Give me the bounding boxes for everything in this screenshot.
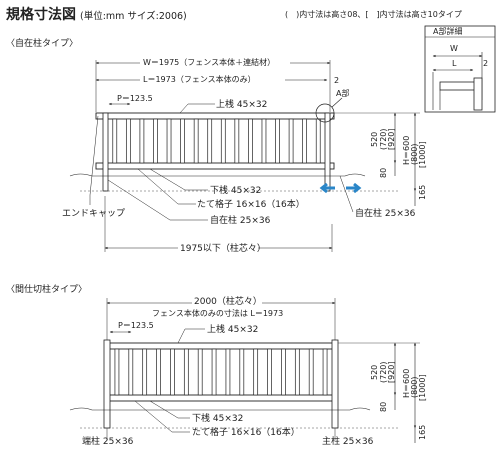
label-post-mid-top: 自在柱 25×36: [210, 214, 271, 226]
fence-bottom: [103, 339, 339, 429]
fence-bar: [322, 348, 328, 396]
fence-bar: [112, 118, 118, 164]
fence-bar: [308, 348, 314, 396]
fence-bar: [114, 348, 120, 396]
dim-pitch-bottom: 2000（柱芯々）: [194, 295, 262, 307]
label-a: A部: [336, 88, 349, 98]
dim-pitch-top: P＝123.5: [117, 94, 153, 103]
fence-bar: [275, 118, 280, 164]
fence-bar: [294, 348, 300, 396]
h920-top: [920]: [387, 128, 396, 150]
section-title-top: 〈自在柱タイプ〉: [6, 37, 78, 49]
label-bars-top: たて格子 16×16（16本）: [197, 198, 305, 210]
fence-bar: [288, 118, 294, 164]
adjust-arrow-right-icon: [346, 182, 362, 194]
fence-bar: [239, 348, 245, 396]
unit-note: (単位:mm サイズ:2006): [80, 10, 187, 22]
label-main-post: 主柱 25×36: [322, 435, 374, 447]
h920-bottom: [920]: [387, 361, 396, 383]
fence-bar: [142, 348, 148, 396]
h800-top: (800): [410, 143, 419, 165]
fence-bar: [166, 118, 172, 164]
h1000-top: [1000]: [418, 141, 427, 168]
fence-bar: [139, 118, 145, 164]
label-end-post: 端柱 25×36: [82, 435, 134, 447]
fence-bar: [225, 348, 231, 396]
fence-bar: [207, 118, 213, 164]
dim-l-bottom: フェンス本体のみの寸法は L＝1973: [152, 308, 283, 318]
dim-l: L＝1973（フェンス本体のみ）: [143, 74, 256, 84]
adjust-arrow-left-icon: [319, 182, 335, 194]
fence-bar: [193, 118, 199, 164]
dim-two: 2: [334, 76, 339, 85]
fence-bar: [281, 348, 286, 396]
dim-p-bottom: P＝123.5: [118, 321, 154, 330]
label-lower-rail-bottom: 下桟 45×32: [192, 412, 243, 424]
h165-top: 165: [418, 185, 427, 200]
fence-bar: [253, 348, 259, 396]
fence-bar: [156, 348, 161, 396]
label-lower-rail-top: 下桟 45×32: [210, 184, 261, 196]
dim-w: W＝1975（フェンス本体＋連結材）: [143, 57, 275, 67]
fence-bar: [211, 348, 217, 396]
label-post-right-top: 自在柱 25×36: [355, 207, 416, 219]
fence-bar: [234, 118, 240, 164]
fence-bar: [302, 118, 308, 164]
fence-bar: [315, 118, 321, 164]
h80-bottom: 80: [379, 402, 388, 412]
h600-bottom: H＝600: [402, 369, 411, 398]
height-note: ( )内寸法は高さ08、[ ]内寸法は高さ10タイプ: [285, 9, 462, 19]
fence-bar: [197, 348, 203, 396]
label-upper-rail-top: 上桟 45×32: [216, 98, 267, 110]
detail-l: L: [452, 59, 457, 68]
fence-top: [95, 112, 335, 192]
dim-pitch-bottom-top: 1975以下（柱芯々）: [180, 242, 266, 254]
detail-w: W: [450, 44, 458, 53]
h720-top: (720): [379, 128, 388, 150]
fence-bar: [183, 348, 189, 396]
label-bars-bottom: たて格子 16×16（16本）: [192, 426, 300, 438]
h520-bottom: 520: [370, 365, 379, 380]
detail-a-box: A部詳細 W L 2: [424, 25, 496, 113]
fence-bar: [128, 348, 134, 396]
h165-bottom: 165: [418, 425, 427, 440]
detail-title: A部詳細: [433, 26, 462, 36]
fence-bar: [180, 118, 185, 164]
label-upper-rail-bottom: 上桟 45×32: [207, 323, 258, 335]
label-end-cap: エンドキャップ: [62, 208, 125, 219]
fence-bar: [125, 118, 131, 164]
h800-bottom: (800): [410, 376, 419, 398]
h600-top: H＝600: [402, 136, 411, 165]
fence-bar: [220, 118, 226, 164]
h80-top: 80: [379, 168, 388, 178]
fence-bar: [261, 118, 267, 164]
section-title-bottom: 〈間仕切柱タイプ〉: [6, 283, 87, 295]
h1000-bottom: [1000]: [418, 374, 427, 401]
fence-bar: [153, 118, 158, 164]
page-title: 規格寸法図: [6, 6, 76, 23]
detail-num: 2: [483, 59, 488, 68]
fence-bar: [170, 348, 175, 396]
fence-bar: [248, 118, 253, 164]
h720-bottom: (720): [379, 361, 388, 383]
fence-bar: [267, 348, 272, 396]
h520-top: 520: [370, 132, 379, 147]
